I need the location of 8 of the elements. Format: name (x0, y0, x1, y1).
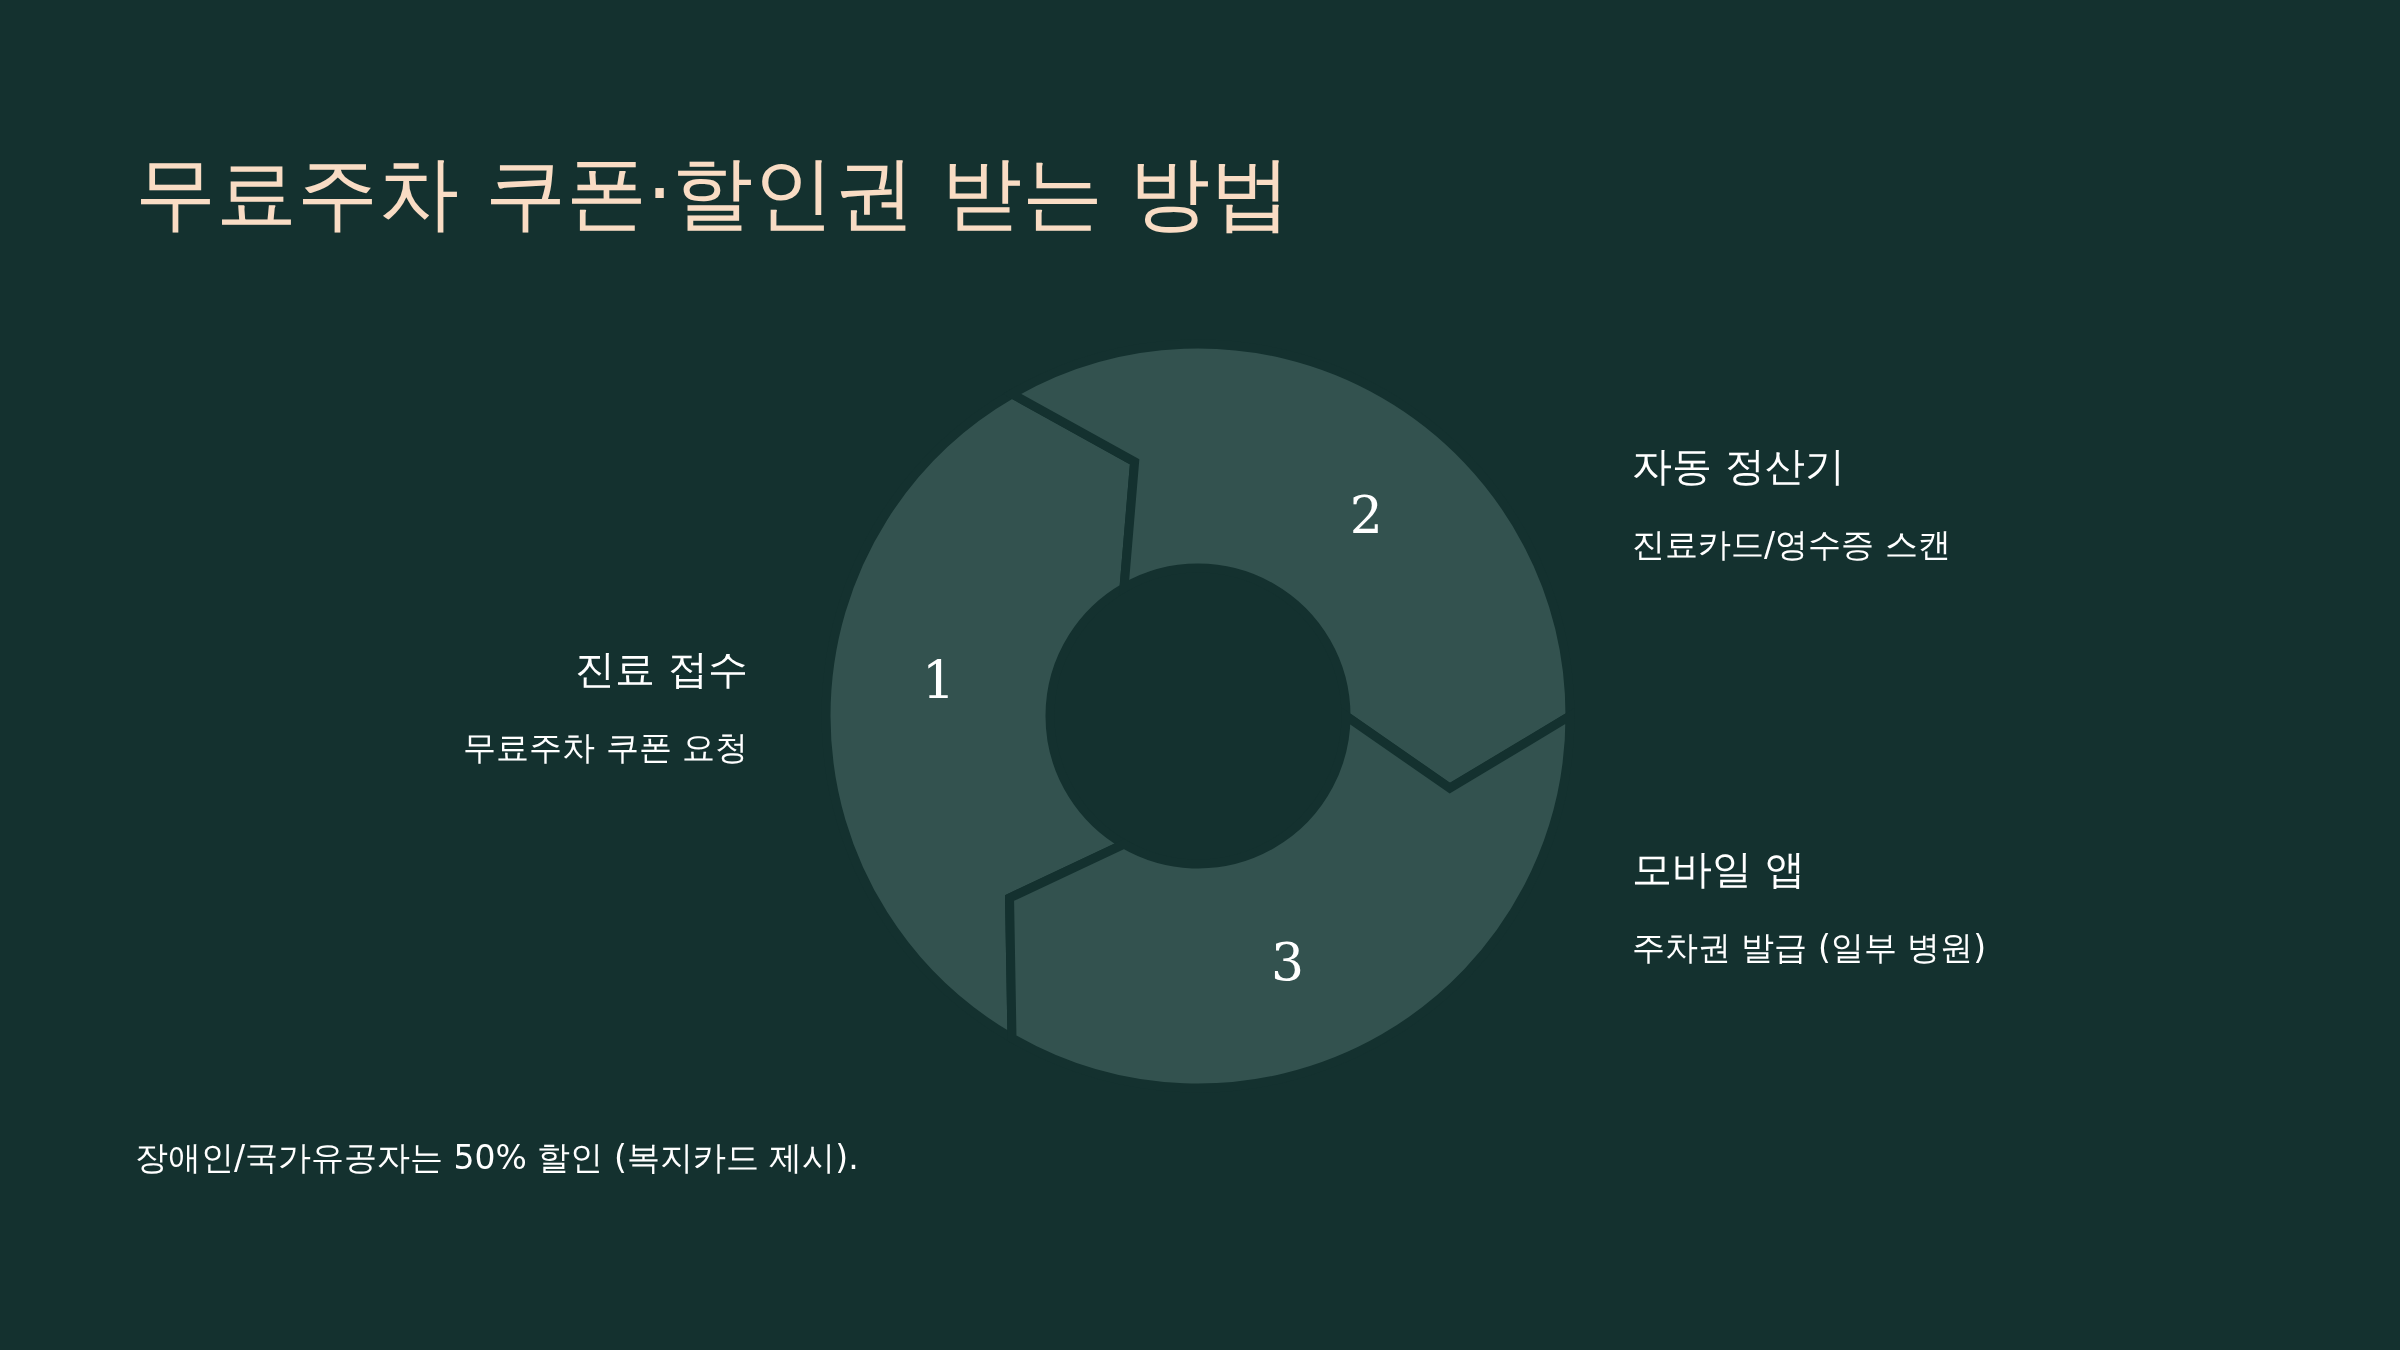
step-description: 주차권 발급 (일부 병원) (1632, 928, 1987, 968)
title: 무료주차 쿠폰·할인권 받는 방법 (135, 145, 1291, 242)
step-title: 모바일 앱 (1632, 845, 1805, 893)
step-title: 자동 정산기 (1632, 442, 1845, 490)
footnote: 장애인/국가유공자는 50% 할인 (복지카드 제시). (135, 1138, 859, 1178)
step-description: 무료주차 쿠폰 요청 (463, 728, 748, 768)
step-title: 진료 접수 (575, 645, 748, 693)
step-description: 진료카드/영수증 스캔 (1632, 525, 1951, 565)
